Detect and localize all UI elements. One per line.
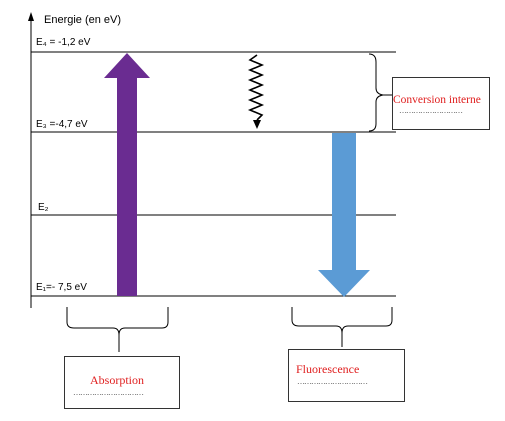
conversion-brace	[368, 53, 384, 132]
fluorescence-arrow	[318, 133, 370, 297]
conversion-wavy-arrow	[247, 54, 265, 121]
fluorescence-box-dotted: …………………………	[297, 377, 368, 386]
absorption-answer-box[interactable]: Absorption …………………………	[64, 356, 180, 409]
conversion-answer-box[interactable]: Conversion interne ………………………	[392, 77, 490, 130]
fluorescence-box-title: Fluorescence	[296, 362, 360, 376]
axis-label: Energie (en eV)	[44, 14, 122, 26]
level-e4-label: E₄ = -1,2 eV	[36, 37, 91, 48]
absorption-arrow	[104, 53, 150, 296]
conversion-box-title: Conversion interne	[393, 94, 481, 106]
axis-arrowhead	[28, 12, 34, 21]
absorption-box-dotted: …………………………	[73, 388, 144, 397]
fluorescence-answer-box[interactable]: Fluorescence …………………………	[288, 349, 405, 402]
absorption-box-title: Absorption	[90, 373, 144, 387]
fluorescence-brace	[291, 307, 393, 347]
conversion-box-dotted: ………………………	[399, 106, 463, 115]
conversion-arrowhead	[253, 120, 261, 129]
level-e1-label: E₁=- 7,5 eV	[36, 282, 87, 293]
level-e3-label: E₃ =-4,7 eV	[36, 119, 88, 130]
absorption-brace	[66, 307, 169, 352]
level-e2-label: E₂	[38, 202, 49, 213]
